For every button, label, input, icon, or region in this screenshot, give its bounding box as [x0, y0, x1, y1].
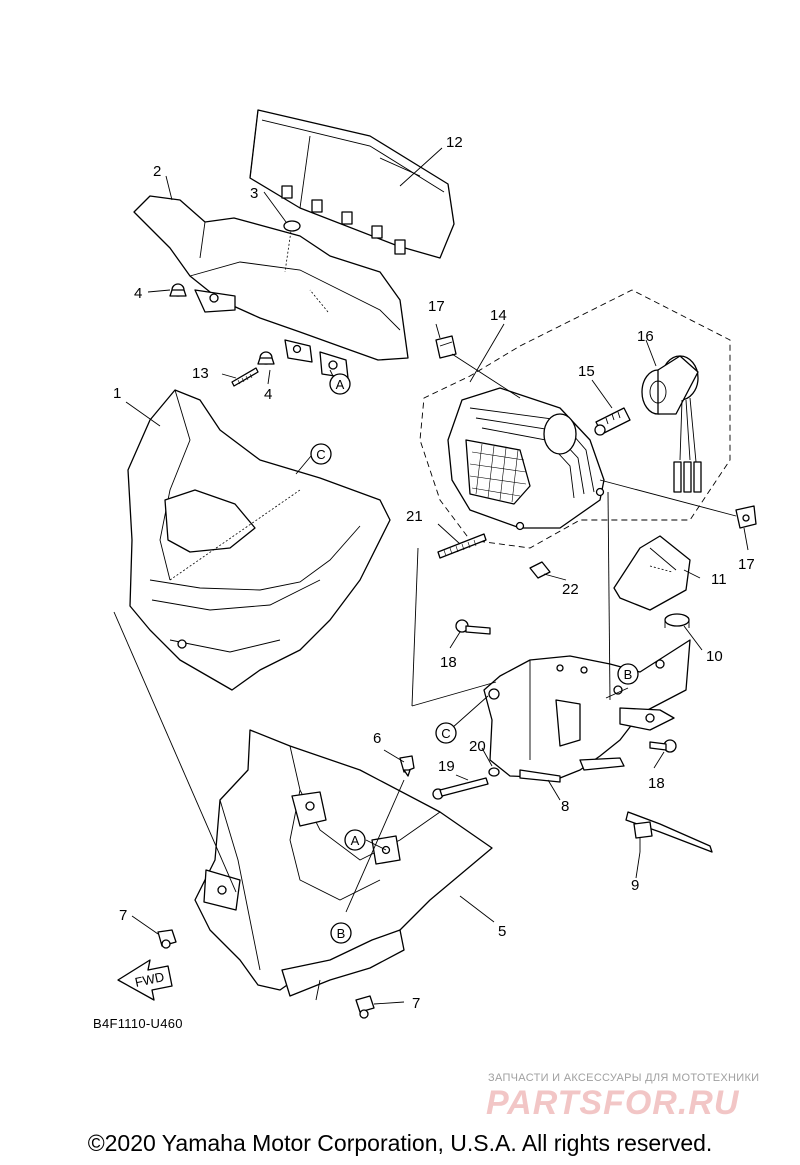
svg-text:B: B [337, 926, 346, 941]
callout-9: 9 [631, 877, 639, 894]
bolt-4b [257, 351, 275, 365]
grommet [283, 220, 301, 232]
callout-7a: 7 [119, 907, 127, 924]
svg-text:B: B [624, 667, 633, 682]
bulb [594, 407, 631, 436]
callout-15: 15 [578, 363, 595, 380]
leader-lines [113, 147, 749, 1005]
callout-1: 1 [113, 385, 121, 402]
svg-text:A: A [336, 377, 345, 392]
mount-bracket-11 [613, 535, 691, 611]
watermark-tagline: ЗАПЧАСТИ И АКСЕССУАРЫ ДЛЯ МОТОТЕХНИКИ [488, 1072, 760, 1084]
callout-22: 22 [562, 581, 579, 598]
ref-marker-A-top: A [329, 373, 351, 395]
callout-2: 2 [153, 163, 161, 180]
callout-10: 10 [706, 648, 723, 665]
rivet-7a [157, 929, 177, 949]
bolt-18a [455, 619, 491, 635]
bulb-socket [641, 355, 702, 493]
bolt-18b [649, 739, 677, 753]
headlight-stay [483, 639, 691, 783]
cable-tie [625, 811, 713, 853]
callout-5: 5 [498, 923, 506, 940]
nut-22 [529, 561, 551, 579]
bolt-19 [432, 777, 489, 800]
ref-marker-B-right: B [617, 663, 639, 685]
meter-cover [133, 195, 409, 379]
callout-17b: 17 [738, 556, 755, 573]
callout-7b: 7 [412, 995, 420, 1012]
forward-arrow: FWD [117, 959, 173, 1001]
callout-11: 11 [711, 571, 727, 588]
callout-labels: 1 2 3 4 4 5 6 7 7 8 9 10 11 12 13 14 15 … [113, 134, 755, 1012]
svg-text:C: C [441, 726, 450, 741]
svg-text:A: A [351, 833, 360, 848]
callout-12: 12 [446, 134, 463, 151]
washer-20 [488, 767, 500, 777]
diagram-code: B4F1110-U460 [93, 1016, 183, 1031]
svg-text:FWD: FWD [134, 969, 166, 990]
callout-17a: 17 [428, 298, 445, 315]
callout-4a: 4 [134, 285, 142, 302]
meter-assembly [249, 109, 455, 259]
ref-marker-C-top: C [310, 443, 332, 465]
callout-13: 13 [192, 365, 209, 382]
ref-marker-B-bottom: B [330, 922, 352, 944]
screw-13 [231, 367, 259, 387]
ref-marker-C-bottom: C [435, 722, 457, 744]
callout-20: 20 [469, 738, 486, 755]
callout-4b: 4 [264, 386, 272, 403]
headlight-group-outline [419, 289, 731, 549]
callout-14: 14 [490, 307, 507, 324]
front-cowling [127, 389, 391, 691]
inner-panel [194, 729, 493, 1001]
clip-17a [435, 335, 457, 359]
clip-17b [735, 505, 757, 529]
callout-3: 3 [250, 185, 258, 202]
rivet-7b [355, 995, 375, 1019]
bolt-4a [169, 283, 187, 297]
callout-18b: 18 [648, 775, 665, 792]
callout-16: 16 [637, 328, 654, 345]
callout-6: 6 [373, 730, 381, 747]
copyright-notice: ©2020 Yamaha Motor Corporation, U.S.A. A… [87, 1130, 713, 1156]
clip-6 [399, 755, 415, 777]
watermark-logo: PARTSFOR.RU [486, 1084, 740, 1122]
callout-8: 8 [561, 798, 569, 815]
callout-19: 19 [438, 758, 455, 775]
callout-18a: 18 [440, 654, 457, 671]
callout-21: 21 [406, 508, 423, 525]
damper-10 [664, 613, 690, 628]
spring [437, 533, 487, 559]
headlight-unit [447, 387, 605, 531]
ref-marker-A-bottom: A [344, 829, 366, 851]
svg-text:C: C [316, 447, 325, 462]
